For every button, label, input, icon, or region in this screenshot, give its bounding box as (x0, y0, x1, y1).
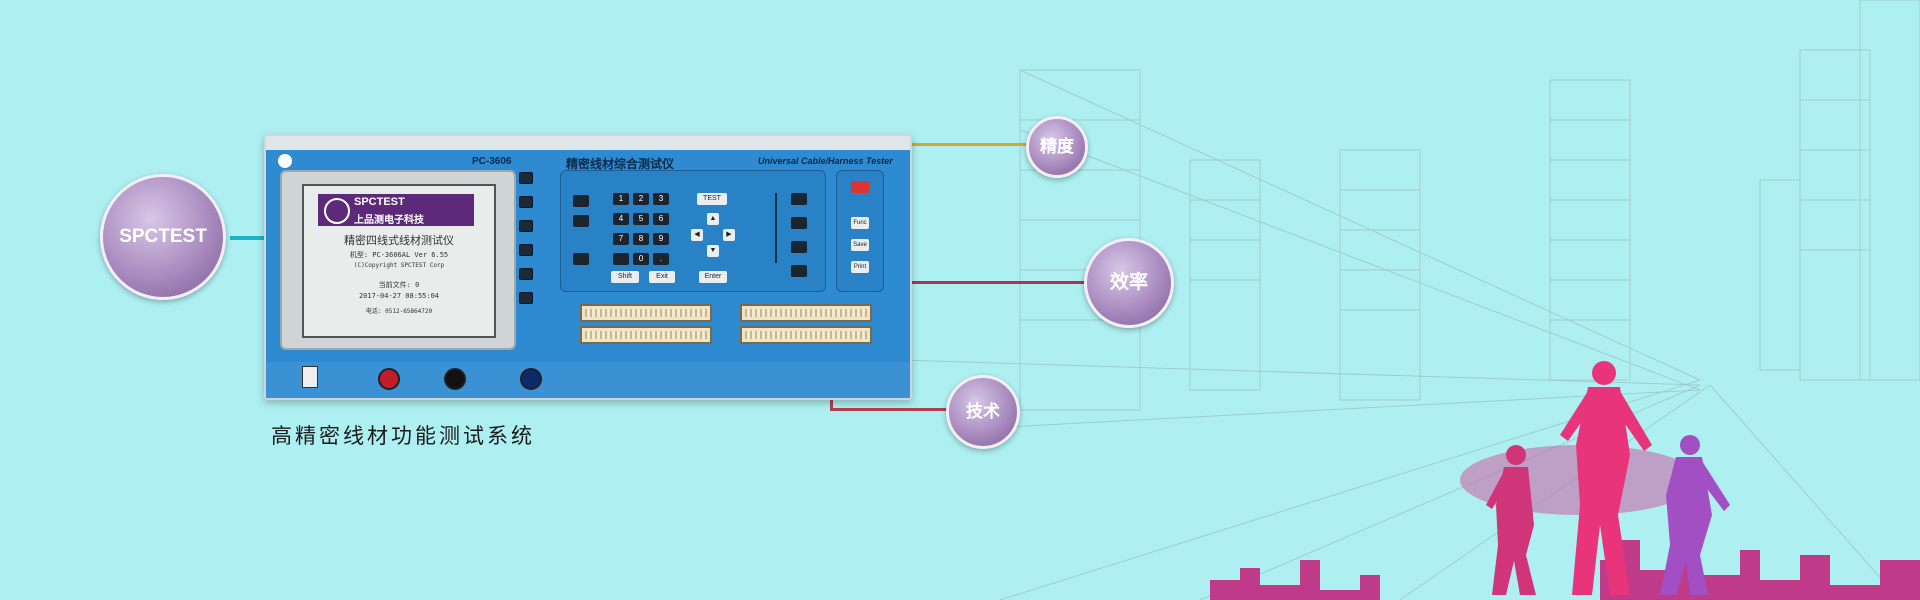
function-key[interactable] (791, 217, 807, 229)
digit-key[interactable]: 7 (613, 233, 629, 245)
brand-logo-icon (278, 154, 292, 168)
lcd-screen: SPCTEST 上品测电子科技 精密四线式线材测试仪 机型: PC-3606AL… (302, 184, 496, 338)
technology-badge: 技术 (946, 375, 1020, 449)
cable-tester-device: PC-3606 精密线材综合测试仪 Universal Cable/Harnes… (264, 134, 912, 400)
keypad-key[interactable] (573, 253, 589, 265)
arrow-left-button[interactable]: ◀ (691, 229, 703, 241)
lcd-side-keys (519, 172, 533, 316)
function-key[interactable] (791, 265, 807, 277)
digit-key[interactable]: 9 (653, 233, 669, 245)
digit-key[interactable]: 4 (613, 213, 629, 225)
digit-key[interactable]: 0 (633, 253, 649, 265)
test-connector (740, 326, 872, 344)
efficiency-connector-line (900, 281, 1088, 284)
side-key[interactable] (519, 196, 533, 208)
bottom-panel (266, 362, 910, 398)
print-button[interactable]: Print (851, 261, 869, 273)
product-caption: 高精密线材功能测试系统 (271, 425, 535, 448)
test-connector (580, 326, 712, 344)
right-control-panel: Func Save Print (836, 170, 884, 292)
test-connector (580, 304, 712, 322)
brand-badge: SPCTEST (100, 174, 226, 300)
efficiency-badge: 效率 (1084, 238, 1174, 328)
lcd-line-2: 机型: PC-3606AL Ver 6.55 (349, 251, 449, 259)
device-title-en: Universal Cable/Harness Tester (758, 156, 893, 166)
digit-key[interactable]: 5 (633, 213, 649, 225)
function-key[interactable] (791, 241, 807, 253)
lcd-line-4: 当前文件: 0 (378, 281, 420, 289)
red-jack[interactable] (378, 368, 400, 390)
arrow-down-button[interactable]: ▼ (707, 245, 719, 257)
technology-connector-line-v (830, 396, 833, 410)
brand-connector-line (230, 236, 266, 240)
digit-key[interactable]: 2 (633, 193, 649, 205)
technology-connector-line-h (830, 408, 950, 411)
power-switch[interactable] (302, 366, 318, 388)
side-key[interactable] (519, 244, 533, 256)
shift-button[interactable]: Shift (611, 271, 639, 283)
lcd-line-1: 精密四线式线材测试仪 (344, 234, 454, 247)
lcd-line-5: 2017-04-27 08:55:04 (358, 292, 440, 300)
stop-button[interactable] (851, 181, 869, 193)
digit-key[interactable]: 3 (653, 193, 669, 205)
runners-illustration (1486, 361, 1730, 595)
enter-button[interactable]: Enter (699, 271, 727, 283)
arrow-right-button[interactable]: ▶ (723, 229, 735, 241)
keypad-key[interactable] (573, 195, 589, 207)
test-button[interactable]: TEST (697, 193, 727, 205)
digit-key[interactable]: . (653, 253, 669, 265)
lcd-line-6: 电话: 0512-65864720 (365, 308, 433, 315)
lcd-logo: SPCTEST 上品测电子科技 (318, 194, 474, 226)
side-key[interactable] (519, 292, 533, 304)
black-jack[interactable] (444, 368, 466, 390)
precision-connector-line (908, 143, 1028, 146)
keypad-key[interactable] (573, 215, 589, 227)
device-title-cn: 精密线材综合测试仪 (566, 157, 675, 171)
blue-jack[interactable] (520, 368, 542, 390)
device-model: PC-3606 (472, 156, 512, 167)
lcd-bezel: SPCTEST 上品测电子科技 精密四线式线材测试仪 机型: PC-3606AL… (280, 170, 516, 350)
side-key[interactable] (519, 268, 533, 280)
save-button[interactable]: Save (851, 239, 869, 251)
lcd-logo-en: SPCTEST (354, 196, 405, 208)
digit-key[interactable] (613, 253, 629, 265)
side-key[interactable] (519, 220, 533, 232)
digit-key[interactable]: 1 (613, 193, 629, 205)
device-top-edge (266, 136, 910, 150)
side-key[interactable] (519, 172, 533, 184)
digit-key[interactable]: 8 (633, 233, 649, 245)
func-button[interactable]: Func (851, 217, 869, 229)
lcd-line-3: (C)Copyright SPCTEST Corp (353, 262, 445, 269)
precision-badge: 精度 (1026, 116, 1088, 178)
keypad-panel: 1 2 3 4 5 6 7 8 9 0 . TEST ▲ ◀ ▶ ▼ Shift… (560, 170, 826, 292)
arrow-up-button[interactable]: ▲ (707, 213, 719, 225)
exit-button[interactable]: Exit (649, 271, 675, 283)
digit-key[interactable]: 6 (653, 213, 669, 225)
function-key[interactable] (791, 193, 807, 205)
lcd-logo-cn: 上品测电子科技 (354, 215, 424, 226)
test-connector (740, 304, 872, 322)
